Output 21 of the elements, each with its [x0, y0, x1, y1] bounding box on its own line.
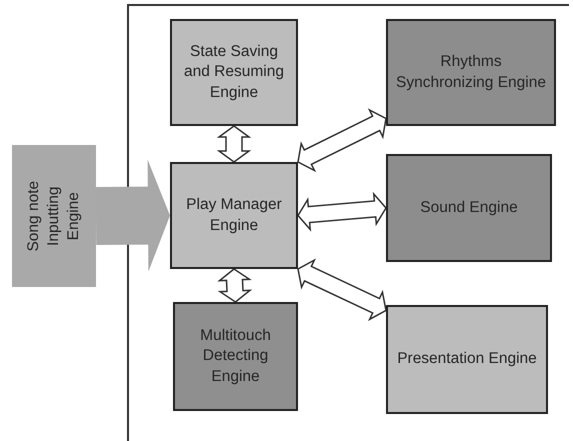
- box-label: Presentation Engine: [396, 349, 538, 370]
- process-box: [173, 302, 298, 411]
- box-label: Song note Inputting Engine: [24, 180, 84, 254]
- frame-box: [127, 4, 569, 441]
- process-box: [386, 305, 548, 414]
- block-arrow: [96, 160, 170, 272]
- box-label: Rhythms Synchronizing Engine: [395, 52, 547, 92]
- process-box: [170, 19, 298, 126]
- box-label: State Saving and Resuming Engine: [183, 42, 285, 103]
- box-label: Multitouch Detecting Engine: [199, 326, 272, 387]
- double-arrow: [297, 192, 387, 232]
- process-box: [170, 162, 298, 269]
- double-arrow: [297, 258, 387, 322]
- process-box: [12, 145, 96, 287]
- double-arrow: [216, 125, 252, 163]
- double-arrow: [217, 268, 252, 303]
- box-label: Play Manager Engine: [185, 195, 283, 236]
- box-label: Sound Engine: [419, 198, 519, 218]
- process-box: [386, 19, 556, 126]
- process-box: [386, 154, 552, 262]
- double-arrow: [297, 108, 387, 172]
